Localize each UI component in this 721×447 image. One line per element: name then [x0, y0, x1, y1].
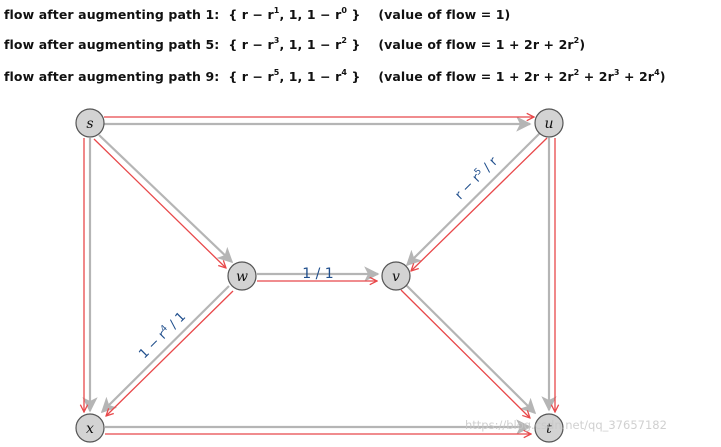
- flow-set-mid: , 1, 1 − r: [279, 69, 342, 84]
- flow-label: flow after augmenting path 9:: [4, 69, 220, 84]
- flow-set-close: }: [347, 69, 361, 84]
- flow-exp: 3: [613, 67, 620, 77]
- flow-exp: 2: [573, 35, 580, 45]
- edge-v-t-flow: [400, 289, 530, 418]
- flow-set-mid: , 1, 1 − r: [279, 37, 342, 52]
- flow-exp: 4: [341, 67, 348, 77]
- flow-line-path-1: flow after augmenting path 1: { r − r1, …: [4, 5, 511, 22]
- flow-set-close: }: [347, 7, 361, 22]
- edge-v-t-capacity: [405, 284, 537, 415]
- flow-exp: 2: [573, 67, 580, 77]
- flow-value-close: ): [579, 37, 586, 52]
- flow-exp: 5: [273, 67, 280, 77]
- watermark-url: https://blog.csdn.net/qq_37657182: [465, 418, 667, 432]
- node-x: x: [75, 413, 105, 443]
- edge-s-w-flow: [93, 138, 226, 268]
- node-x-label: x: [86, 421, 94, 437]
- edge-label-w-v: 1 / 1: [302, 266, 333, 282]
- edge-u-v-flow: [411, 137, 548, 271]
- edge-label-w-x: 1 − r4 / 1: [136, 309, 189, 362]
- flow-value-mid: + 2r: [579, 69, 614, 84]
- node-u: u: [534, 108, 564, 138]
- edge-w-x-flow: [106, 290, 234, 416]
- flow-label: flow after augmenting path 5:: [4, 37, 220, 52]
- node-t-label: t: [546, 421, 552, 437]
- flow-line-path-5: flow after augmenting path 5: { r − r3, …: [4, 35, 586, 52]
- edge-label-u-v-exp: 5: [473, 166, 484, 177]
- flow-set-open: { r − r: [228, 7, 274, 22]
- flow-set-open: { r − r: [228, 37, 274, 52]
- edge-label-w-x-exp: 4: [159, 323, 170, 334]
- svg-text:1 − r4 / 1: 1 − r4 / 1: [136, 309, 189, 362]
- flow-value: (value of flow = 1): [378, 7, 511, 22]
- node-s-label: s: [86, 116, 93, 132]
- edge-s-w-capacity: [98, 134, 234, 264]
- flow-label: flow after augmenting path 1:: [4, 7, 220, 22]
- node-u-label: u: [544, 116, 553, 132]
- node-v-label: v: [392, 269, 400, 285]
- flow-exp: 0: [341, 5, 348, 15]
- flow-value-mid: + 2r: [619, 69, 655, 84]
- flow-exp: 4: [654, 67, 660, 77]
- edge-w-x-capacity: [100, 285, 230, 414]
- node-t: t: [534, 413, 564, 443]
- node-w-label: w: [236, 269, 248, 285]
- edge-u-v-capacity: [405, 132, 541, 267]
- flow-exp: 1: [273, 5, 280, 15]
- node-v: v: [381, 261, 411, 291]
- node-s: s: [75, 108, 105, 138]
- flow-value: (value of flow = 1 + 2r + 2r: [378, 37, 574, 52]
- flow-line-path-9: flow after augmenting path 9: { r − r5, …: [4, 67, 666, 84]
- flow-value-close: ): [659, 69, 666, 84]
- flow-set-mid: , 1, 1 − r: [279, 7, 342, 22]
- node-w: w: [227, 261, 257, 291]
- flow-value: (value of flow = 1 + 2r + 2r: [378, 69, 574, 84]
- flow-exp: 2: [341, 35, 348, 45]
- flow-exp: 3: [273, 35, 280, 45]
- flow-set-open: { r − r: [228, 69, 274, 84]
- flow-set-close: }: [347, 37, 361, 52]
